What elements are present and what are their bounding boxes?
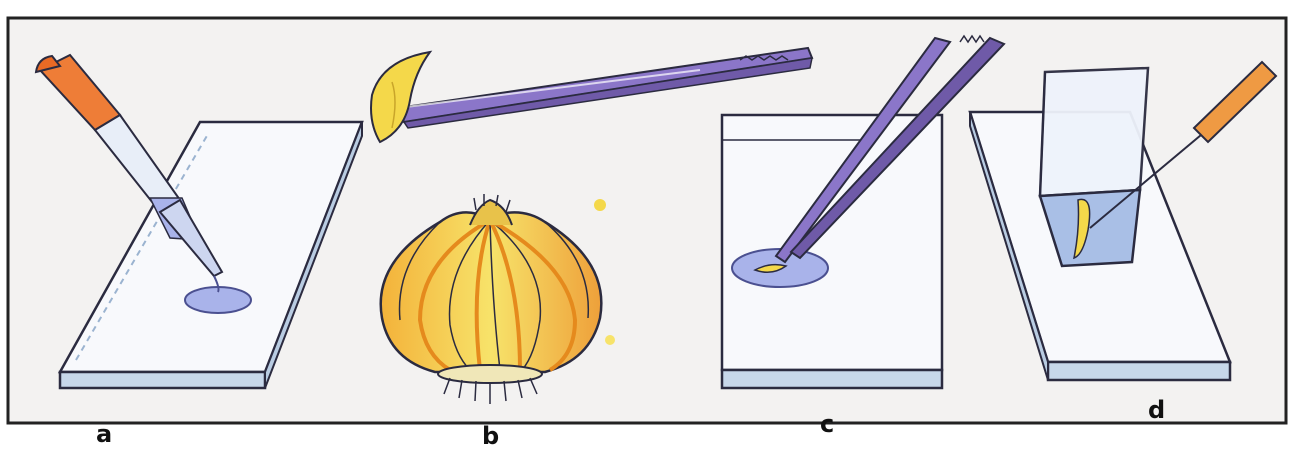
panel-label-a: a <box>96 420 112 448</box>
cover-glass <box>1040 68 1148 266</box>
onion-fleck <box>605 335 615 345</box>
panel-label-d: d <box>1148 396 1165 424</box>
onion-fleck <box>594 199 606 211</box>
panel-label-b: b <box>482 422 499 450</box>
panel-label-c: c <box>820 410 834 438</box>
